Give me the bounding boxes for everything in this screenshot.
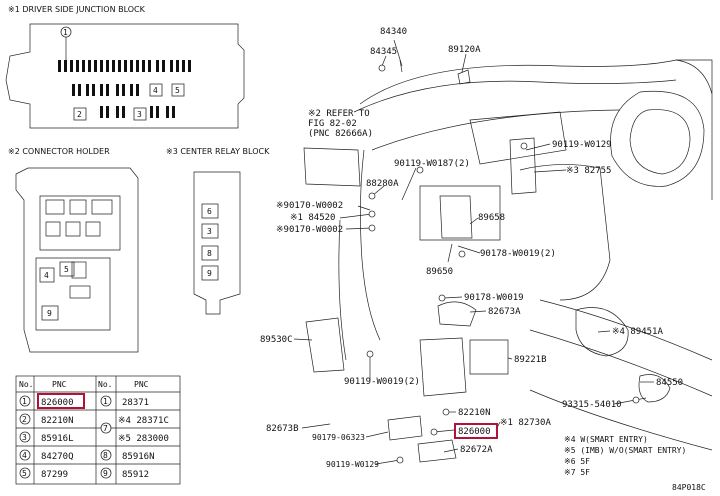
callout-89658: 89658 bbox=[478, 213, 505, 223]
callout-826000: 826000 bbox=[458, 427, 491, 437]
center-relay-block: 6 3 8 9 bbox=[193, 171, 241, 315]
callout-82672A: 82672A bbox=[460, 445, 493, 455]
callout-90170-W0002a: ※90170-W0002 bbox=[276, 201, 343, 211]
note-line: ※4 W(SMART ENTRY) bbox=[564, 435, 648, 444]
table-cell: 85916N bbox=[122, 452, 155, 462]
fuse-label: 3 bbox=[137, 110, 142, 119]
callout-82673A: 82673A bbox=[488, 307, 521, 317]
table-cell: ※5 283000 bbox=[118, 434, 169, 444]
callout-82730A: ※1 82730A bbox=[500, 418, 551, 428]
note-line: ※5 (IMB) W/O(SMART ENTRY) bbox=[564, 446, 686, 455]
table-cell: 1 bbox=[22, 397, 27, 406]
callout-84550: 84550 bbox=[656, 378, 683, 388]
relay-label: 3 bbox=[207, 227, 212, 236]
fuse-slot-5 bbox=[171, 83, 185, 97]
note-line: ※7 5F bbox=[564, 468, 590, 477]
callout-93315-54010: 93315-54010 bbox=[562, 400, 622, 410]
table-cell: 87299 bbox=[41, 470, 68, 480]
callout-refer-fig: FIG 82-02 bbox=[308, 119, 357, 129]
fuse-label: 5 bbox=[175, 86, 180, 95]
table-cell: 28371 bbox=[122, 398, 149, 408]
table-header-pnc: PNC bbox=[134, 380, 149, 389]
callout-89650: 89650 bbox=[426, 267, 453, 277]
callout-82673B: 82673B bbox=[266, 424, 299, 434]
callout-89530C: 89530C bbox=[260, 335, 293, 345]
callout-90170-W0002b: ※90170-W0002 bbox=[276, 225, 343, 235]
leader-lines bbox=[293, 39, 654, 465]
fuse-label: 2 bbox=[77, 110, 82, 119]
callout-90119-W0129a: 90119-W0129 bbox=[552, 140, 612, 150]
junction-block-title: ※1 DRIVER SIDE JUNCTION BLOCK bbox=[8, 5, 146, 14]
relay-block-title: ※3 CENTER RELAY BLOCK bbox=[166, 147, 270, 156]
relay-slot-6 bbox=[201, 203, 219, 219]
table-cell: 82210N bbox=[41, 416, 74, 426]
connector-label: 9 bbox=[47, 309, 52, 318]
note-line: ※6 5F bbox=[564, 457, 590, 466]
callout-refer: ※2 REFER TO bbox=[308, 109, 370, 119]
table-cell: ※4 28371C bbox=[118, 416, 169, 426]
callout-84520: ※1 84520 bbox=[290, 213, 335, 223]
fasteners bbox=[366, 64, 640, 464]
table-cell: 4 bbox=[22, 451, 27, 460]
table-cell: 7 bbox=[103, 424, 108, 433]
callout-90119-W0187: 90119-W0187(2) bbox=[394, 159, 470, 169]
table-cell: 8 bbox=[103, 451, 108, 460]
callout-90178-W0019-2: 90178-W0019(2) bbox=[480, 249, 556, 259]
connector-holder: 4 5 9 bbox=[15, 167, 139, 353]
highlight-box bbox=[454, 423, 498, 439]
relay-slot-8 bbox=[201, 245, 219, 261]
table-cell: 826000 bbox=[41, 398, 74, 408]
connector-slot-4 bbox=[39, 267, 55, 283]
callout-89221B: 89221B bbox=[514, 355, 547, 365]
connector-slot-5 bbox=[59, 261, 75, 277]
relay-label: 9 bbox=[207, 269, 212, 278]
callout-90119-W0019: 90119-W0019(2) bbox=[344, 377, 420, 387]
connector-holder-title: ※2 CONNECTOR HOLDER bbox=[8, 147, 110, 156]
relay-slot-9 bbox=[201, 265, 219, 281]
relay-label: 8 bbox=[207, 249, 212, 258]
table-cell: 85916L bbox=[41, 434, 74, 444]
callout-refer-pnc: (PNC 82666A) bbox=[308, 129, 373, 139]
connector-label: 4 bbox=[44, 271, 49, 280]
callout-82755: ※3 82755 bbox=[566, 166, 611, 176]
relay-label: 6 bbox=[207, 207, 212, 216]
table-cell: 2 bbox=[22, 415, 27, 424]
fuse-label: 1 bbox=[63, 28, 68, 37]
fuse-slot-4 bbox=[149, 83, 163, 97]
highlight-box bbox=[37, 393, 85, 409]
callout-90178-W0019: 90178-W0019 bbox=[464, 293, 524, 303]
fuse-slot-3 bbox=[133, 107, 147, 121]
table-cell: 85912 bbox=[122, 470, 149, 480]
table-cell: 1 bbox=[103, 397, 108, 406]
junction-block: 2 3 4 5 1 bbox=[5, 23, 245, 129]
callout-89451A: ※4 89451A bbox=[612, 327, 663, 337]
callout-90119-W0129b: 90119-W0129 bbox=[326, 460, 379, 469]
callout-84340: 84340 bbox=[380, 27, 407, 37]
callout-89120A: 89120A bbox=[448, 45, 481, 55]
table-header-no: No. bbox=[98, 380, 112, 389]
callout-84345: 84345 bbox=[370, 47, 397, 57]
callout-82210N: 82210N bbox=[458, 408, 491, 418]
connector-label: 5 bbox=[64, 265, 69, 274]
callout-88280A: 88280A bbox=[366, 179, 399, 189]
table-cell: 5 bbox=[22, 469, 27, 478]
parts-table: No. PNC No. PNC 1 826000 1 28371 2 82210… bbox=[15, 375, 181, 485]
figure-code: 84P018C bbox=[672, 483, 706, 492]
table-cell: 84270Q bbox=[41, 452, 74, 462]
table-header-pnc: PNC bbox=[52, 380, 67, 389]
connector-slot-9 bbox=[41, 305, 59, 321]
fuse-label: 4 bbox=[153, 86, 158, 95]
table-header-no: No. bbox=[19, 380, 33, 389]
table-cell: 9 bbox=[103, 469, 108, 478]
fuse-slot-2 bbox=[73, 107, 87, 121]
dashboard-outline bbox=[303, 59, 713, 463]
callout-90179-06323: 90179-06323 bbox=[312, 433, 365, 442]
table-cell: 3 bbox=[22, 433, 27, 442]
relay-slot-3 bbox=[201, 223, 219, 239]
